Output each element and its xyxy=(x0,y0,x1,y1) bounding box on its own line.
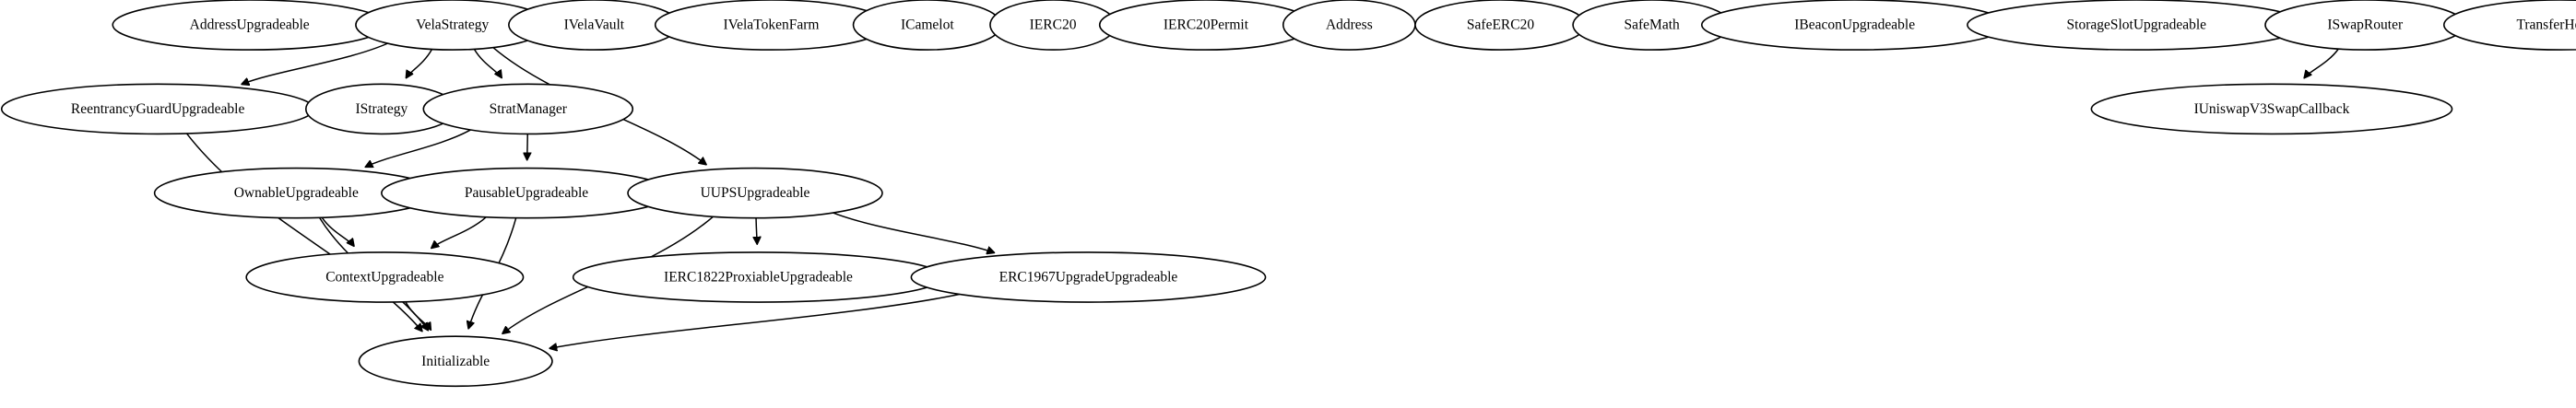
node-ellipse[interactable] xyxy=(2090,83,2453,135)
node-ellipse[interactable] xyxy=(422,83,634,135)
node-label: IVelaVault xyxy=(564,17,625,33)
node-label: ERC1967UpgradeUpgradeable xyxy=(999,270,1178,286)
node-label: SafeERC20 xyxy=(1467,17,1534,33)
graph-edge xyxy=(365,129,471,167)
graph-node[interactable]: StorageSlotUpgradeable xyxy=(1967,0,2307,51)
node-label: IERC20 xyxy=(1030,17,1077,33)
node-ellipse[interactable] xyxy=(910,251,1267,303)
node-label: ICamelot xyxy=(901,17,954,33)
graph-node[interactable]: StratManager xyxy=(422,83,634,135)
graph-node[interactable]: IBeaconUpgradeable xyxy=(1701,0,2009,51)
node-label: IStrategy xyxy=(355,101,408,117)
node-label: IBeaconUpgradeable xyxy=(1794,17,1915,33)
graph-edge xyxy=(185,133,421,332)
graph-node[interactable]: ICamelot xyxy=(852,0,1002,51)
node-ellipse[interactable] xyxy=(245,251,525,303)
node-label: AddressUpgradeable xyxy=(190,17,310,33)
graph-node[interactable]: IERC1822ProxiableUpgradeable xyxy=(572,251,945,303)
graph-edge xyxy=(2304,48,2339,77)
node-label: UUPSUpgradeable xyxy=(701,185,810,201)
graph-node[interactable]: Address xyxy=(1282,0,1416,51)
node-label: StorageSlotUpgradeable xyxy=(2067,17,2207,33)
graph-edge xyxy=(431,216,487,249)
graph-node[interactable]: ISwapRouter xyxy=(2264,0,2466,51)
node-label: ISwapRouter xyxy=(2327,17,2404,33)
graph-node[interactable]: TransferHelper xyxy=(2443,0,2576,51)
graph-node[interactable]: ContextUpgradeable xyxy=(245,251,525,303)
graph-node[interactable]: UUPSUpgradeable xyxy=(627,167,883,219)
node-label: IERC20Permit xyxy=(1164,17,1249,33)
graph-edge xyxy=(406,49,433,77)
graph-node[interactable]: IERC20Permit xyxy=(1098,0,1313,51)
graph-edge xyxy=(756,217,757,244)
graph-node[interactable]: Initializable xyxy=(358,335,553,388)
graph-edge xyxy=(242,42,388,84)
graph-node[interactable]: IStrategy xyxy=(304,83,458,135)
graph-edge xyxy=(321,216,354,246)
node-label: IVelaTokenFarm xyxy=(723,17,819,33)
graph-node[interactable]: IVelaVault xyxy=(508,0,680,51)
node-label: PausableUpgradeable xyxy=(465,185,588,201)
graph-node[interactable]: ReentrancyGuardUpgradeable xyxy=(0,83,315,135)
node-ellipse[interactable] xyxy=(627,167,883,219)
graph-node[interactable]: ERC1967UpgradeUpgradeable xyxy=(910,251,1267,303)
graph-node[interactable]: SafeERC20 xyxy=(1414,0,1587,51)
graph-edge xyxy=(833,212,995,252)
node-label: IUniswapV3SwapCallback xyxy=(2194,101,2350,117)
node-label: ContextUpgradeable xyxy=(325,270,443,286)
node-label: SafeMath xyxy=(1625,17,1681,33)
node-label: IERC1822ProxiableUpgradeable xyxy=(664,270,853,286)
node-label: Address xyxy=(1326,17,1373,33)
node-label: OwnableUpgradeable xyxy=(234,185,359,201)
node-label: VelaStrategy xyxy=(416,17,489,33)
graph-node[interactable]: AddressUpgradeable xyxy=(112,0,387,51)
graph-edge xyxy=(405,301,431,330)
graph-node[interactable]: IVelaTokenFarm xyxy=(654,0,888,51)
nodes-layer: AddressUpgradeable VelaStrategy IVelaVault… xyxy=(0,0,2576,388)
node-ellipse[interactable] xyxy=(358,335,553,388)
graph-edge xyxy=(473,49,502,77)
node-ellipse[interactable] xyxy=(2443,0,2576,51)
graph-node[interactable]: IERC20 xyxy=(989,0,1117,51)
graph-edge xyxy=(527,134,528,159)
node-label: StratManager xyxy=(490,101,568,117)
node-label: ReentrancyGuardUpgradeable xyxy=(71,101,245,117)
node-label: Initializable xyxy=(421,354,490,369)
graph-node[interactable]: IUniswapV3SwapCallback xyxy=(2090,83,2453,135)
graph-edge xyxy=(549,293,960,349)
node-label: TransferHelper xyxy=(2516,17,2576,33)
